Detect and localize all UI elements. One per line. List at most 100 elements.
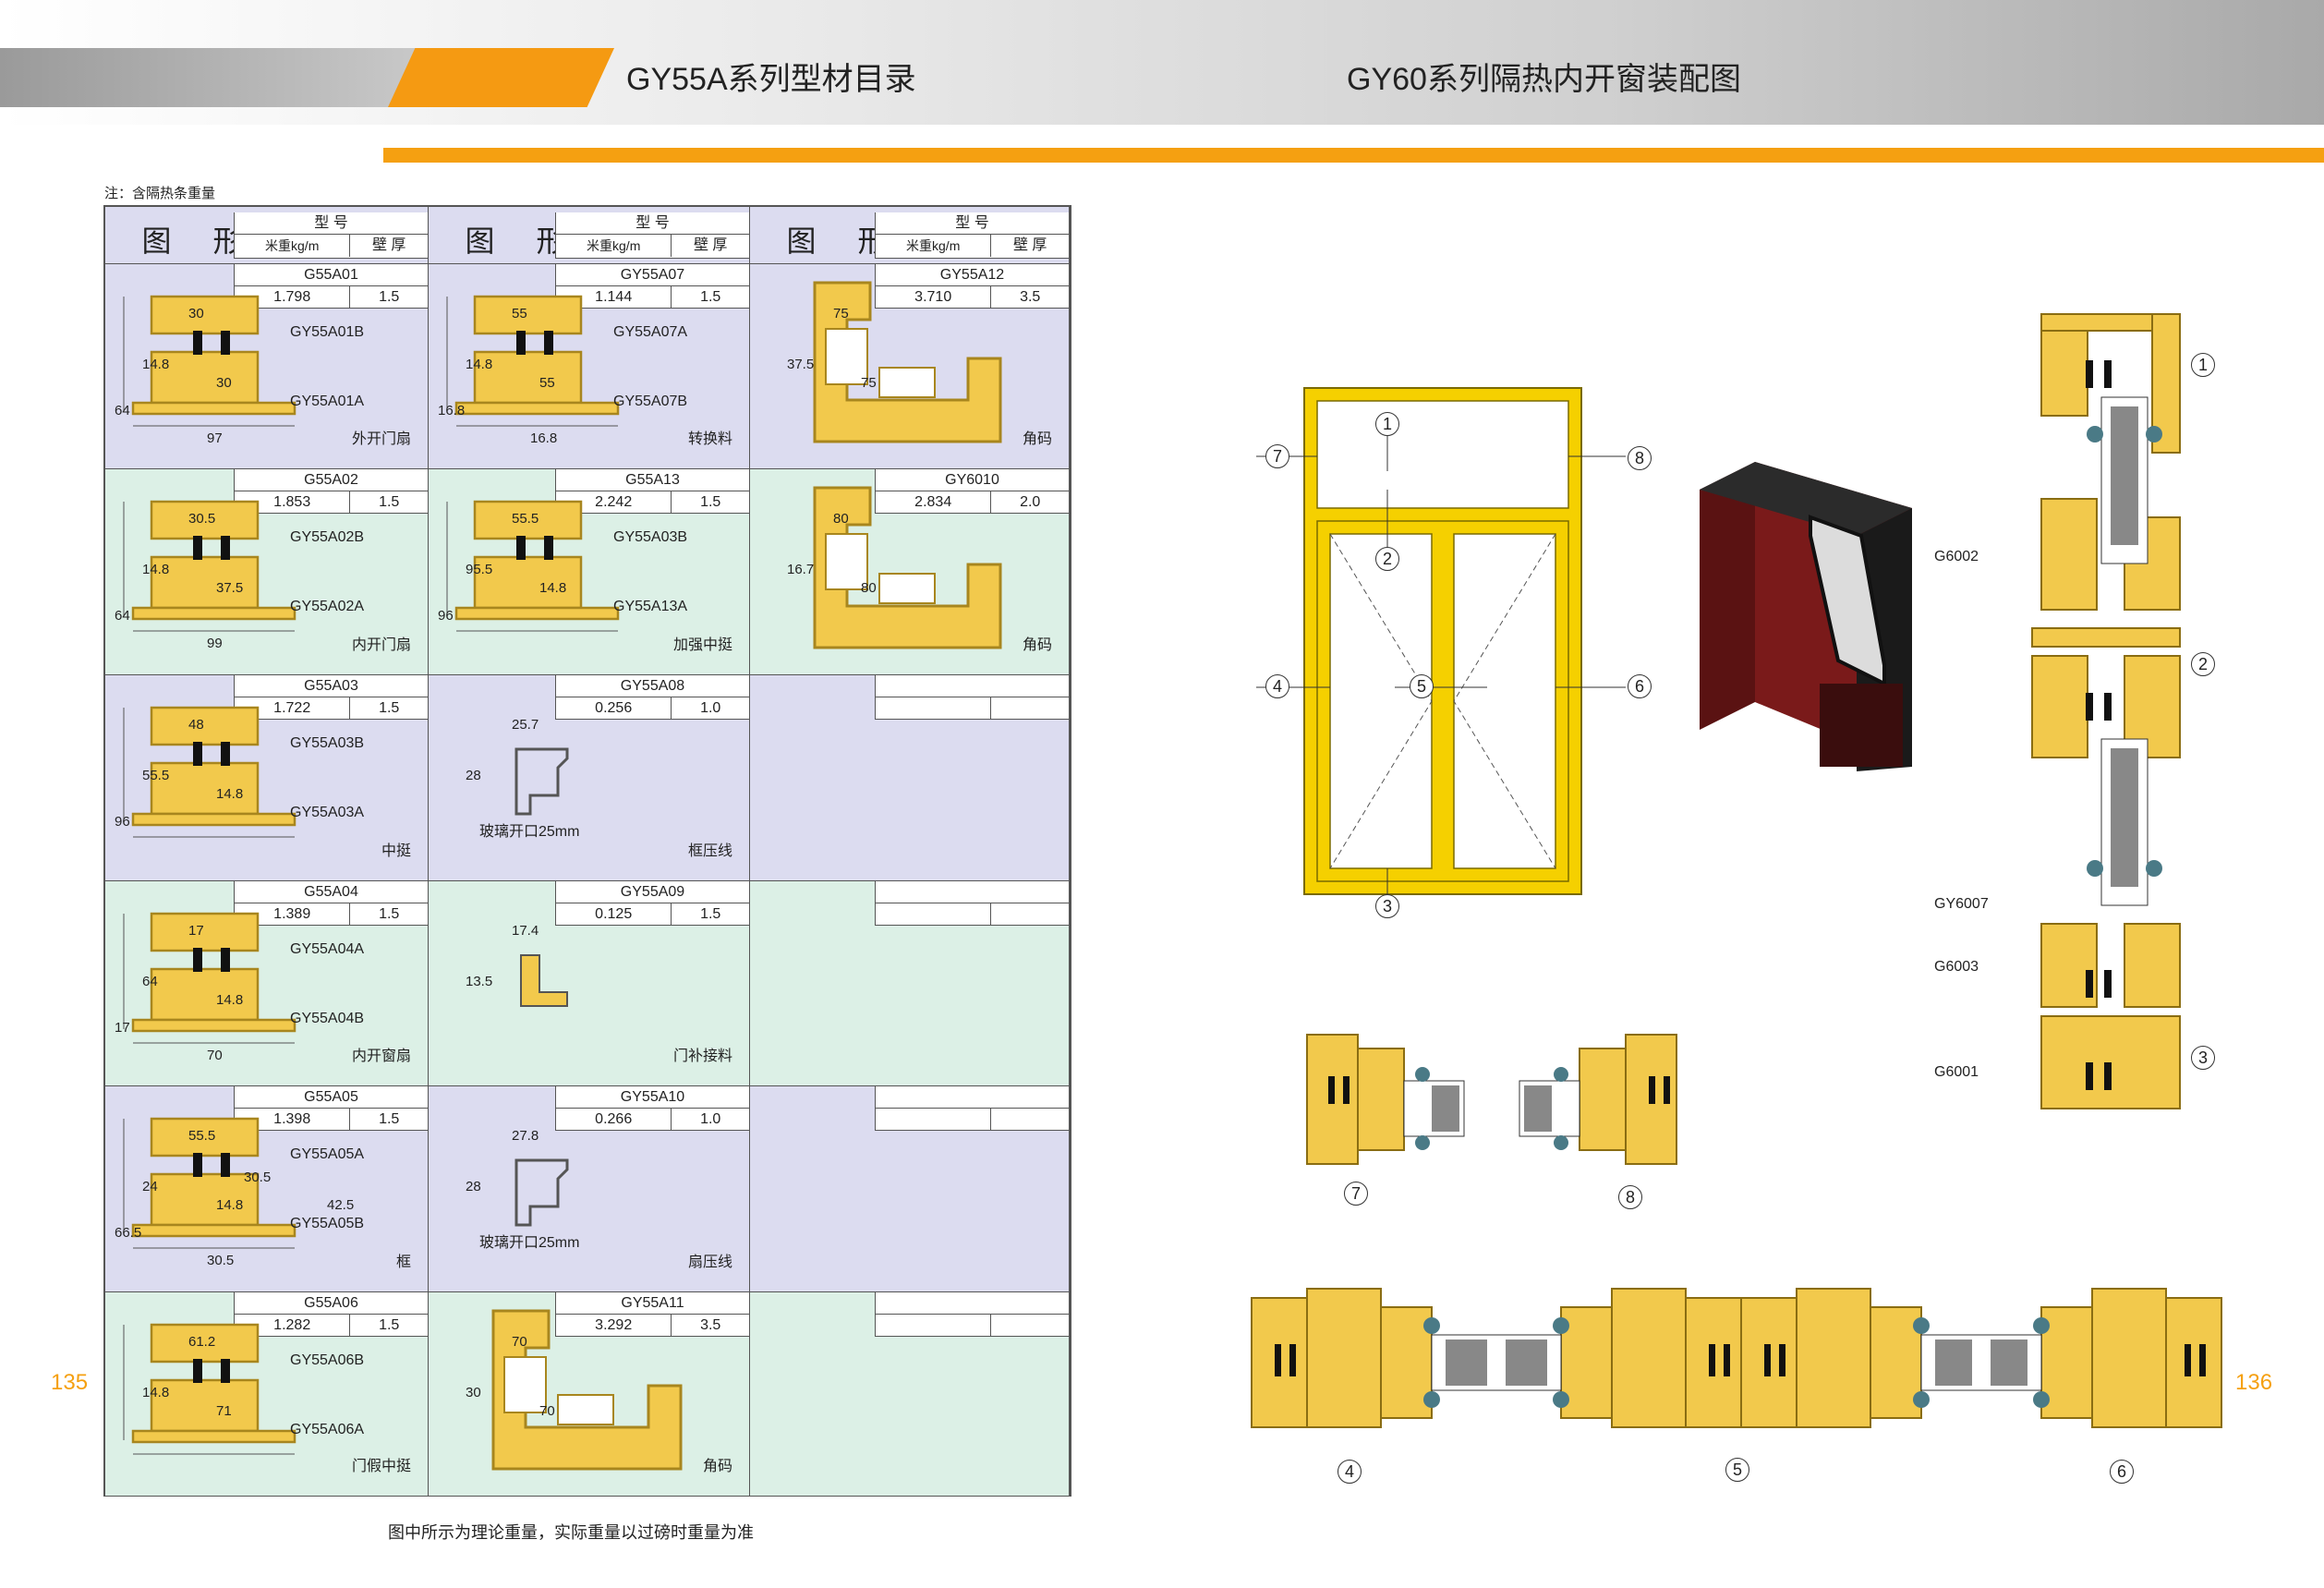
part-label: GY55A01A (290, 394, 365, 409)
dimension-label: 14.8 (539, 580, 567, 596)
dimension-label: 14.8 (466, 357, 493, 372)
weight-note: 注：含隔热条重量 (104, 186, 216, 201)
dimension-label: 61.2 (188, 1334, 216, 1350)
profile-weight: 0.256 (556, 697, 672, 720)
section-callout-7: 7 (1344, 1182, 1368, 1206)
section-8-drawing (1519, 1034, 1677, 1165)
spec-box (875, 1086, 1069, 1131)
profile-caption: 内开门扇 (351, 637, 411, 653)
profile-section-shape (813, 486, 1002, 649)
profile-section-shape (446, 500, 620, 632)
profile-weight: 1.389 (235, 903, 351, 926)
profile-caption: 外开门扇 (351, 431, 411, 447)
dimension-label: 55 (512, 306, 527, 321)
profile-thickness: 1.5 (700, 494, 721, 510)
dimension-label: 75 (861, 375, 877, 391)
hsection-callout-4: 4 (1338, 1460, 1362, 1484)
profile-weight-empty (876, 1109, 992, 1131)
dimension-label: 14.8 (142, 562, 170, 577)
profile-thickness-empty (991, 697, 1069, 720)
left-page-title: GY55A系列型材目录 (626, 62, 916, 97)
hsection-callout-6: 6 (2110, 1460, 2134, 1484)
part-label: GY55A07A (613, 324, 688, 340)
profile-code: GY55A11 (556, 1292, 749, 1315)
dimension-label: 13.5 (466, 974, 493, 989)
profile-section-shape (813, 281, 1002, 443)
profile-code-empty (876, 675, 1069, 697)
part-label: GY55A03B (290, 735, 365, 751)
profile-thickness: 1.5 (379, 700, 400, 716)
dimension-label: 28 (466, 768, 481, 783)
dimension-label: 16.8 (438, 403, 466, 418)
dimension-label: 37.5 (787, 357, 815, 372)
part-label: GY55A05A (290, 1146, 365, 1162)
profile-thickness-empty (991, 1315, 1069, 1337)
profile-weight-empty (876, 697, 992, 720)
profile-caption: 扇压线 (687, 1255, 732, 1270)
callout-1: 1 (1375, 412, 1399, 436)
dimension-label: 55 (539, 375, 555, 391)
dimension-label: 55.5 (512, 511, 539, 527)
profile-code: G55A05 (235, 1086, 428, 1109)
dimension-label: 70 (512, 1334, 527, 1350)
tag-g6002: G6002 (1934, 549, 1979, 564)
profile-thickness-empty (991, 1109, 1069, 1131)
dimension-label: 48 (188, 717, 204, 733)
header-weight-label: 米重kg/m (876, 235, 992, 257)
vsection-callout-3: 3 (2191, 1046, 2215, 1070)
dimension-label: 70 (539, 1403, 555, 1419)
profile-section-shape (446, 295, 620, 427)
profile-caption: 门假中挺 (351, 1459, 411, 1474)
profile-thickness: 3.5 (1020, 289, 1041, 305)
profile-code: G55A03 (235, 675, 428, 697)
header-orange-bar (388, 48, 614, 107)
profile-weight: 1.853 (235, 491, 351, 514)
dimension-label: 37.5 (216, 580, 244, 596)
dimension-label: 71 (216, 1403, 232, 1419)
header-model-label: 型 号 (556, 212, 749, 235)
tag-g6003: G6003 (1934, 959, 1979, 975)
dimension-label: 75 (833, 306, 849, 321)
profile-weight: 1.722 (235, 697, 351, 720)
catalogue-cell (750, 675, 1070, 881)
dimension-label: 97 (207, 430, 223, 446)
profile-thickness: 2.0 (1020, 494, 1041, 510)
part-label: GY55A05B (290, 1216, 365, 1231)
profile-code: GY55A08 (556, 675, 749, 697)
profile-weight: 0.266 (556, 1109, 672, 1131)
dimension-label: 55.5 (188, 1128, 216, 1144)
part-label: GY55A13A (613, 599, 688, 614)
dimension-label: 25.7 (512, 717, 539, 733)
dimension-label: 17 (115, 1020, 130, 1036)
header-thickness-label: 壁 厚 (1012, 237, 1047, 253)
header-thickness-label: 壁 厚 (693, 237, 728, 253)
profile-weight: 1.144 (556, 286, 672, 309)
tag-g6001: G6001 (1934, 1064, 1979, 1080)
profile-caption: 角码 (1022, 637, 1052, 653)
part-label: GY55A02A (290, 599, 365, 614)
dimension-label: 17 (188, 923, 204, 939)
profile-weight-empty (876, 903, 992, 926)
dimension-label: 30.5 (188, 511, 216, 527)
catalogue-cell (750, 881, 1070, 1086)
profile-weight: 2.242 (556, 491, 672, 514)
dimension-label: 80 (861, 580, 877, 596)
profile-code-empty (876, 881, 1069, 903)
profile-thickness: 1.5 (700, 289, 721, 305)
dimension-label: 64 (142, 974, 158, 989)
profile-thickness: 1.5 (379, 1111, 400, 1127)
dimension-label: 14.8 (142, 1385, 170, 1400)
page-number-left: 135 (51, 1370, 89, 1395)
